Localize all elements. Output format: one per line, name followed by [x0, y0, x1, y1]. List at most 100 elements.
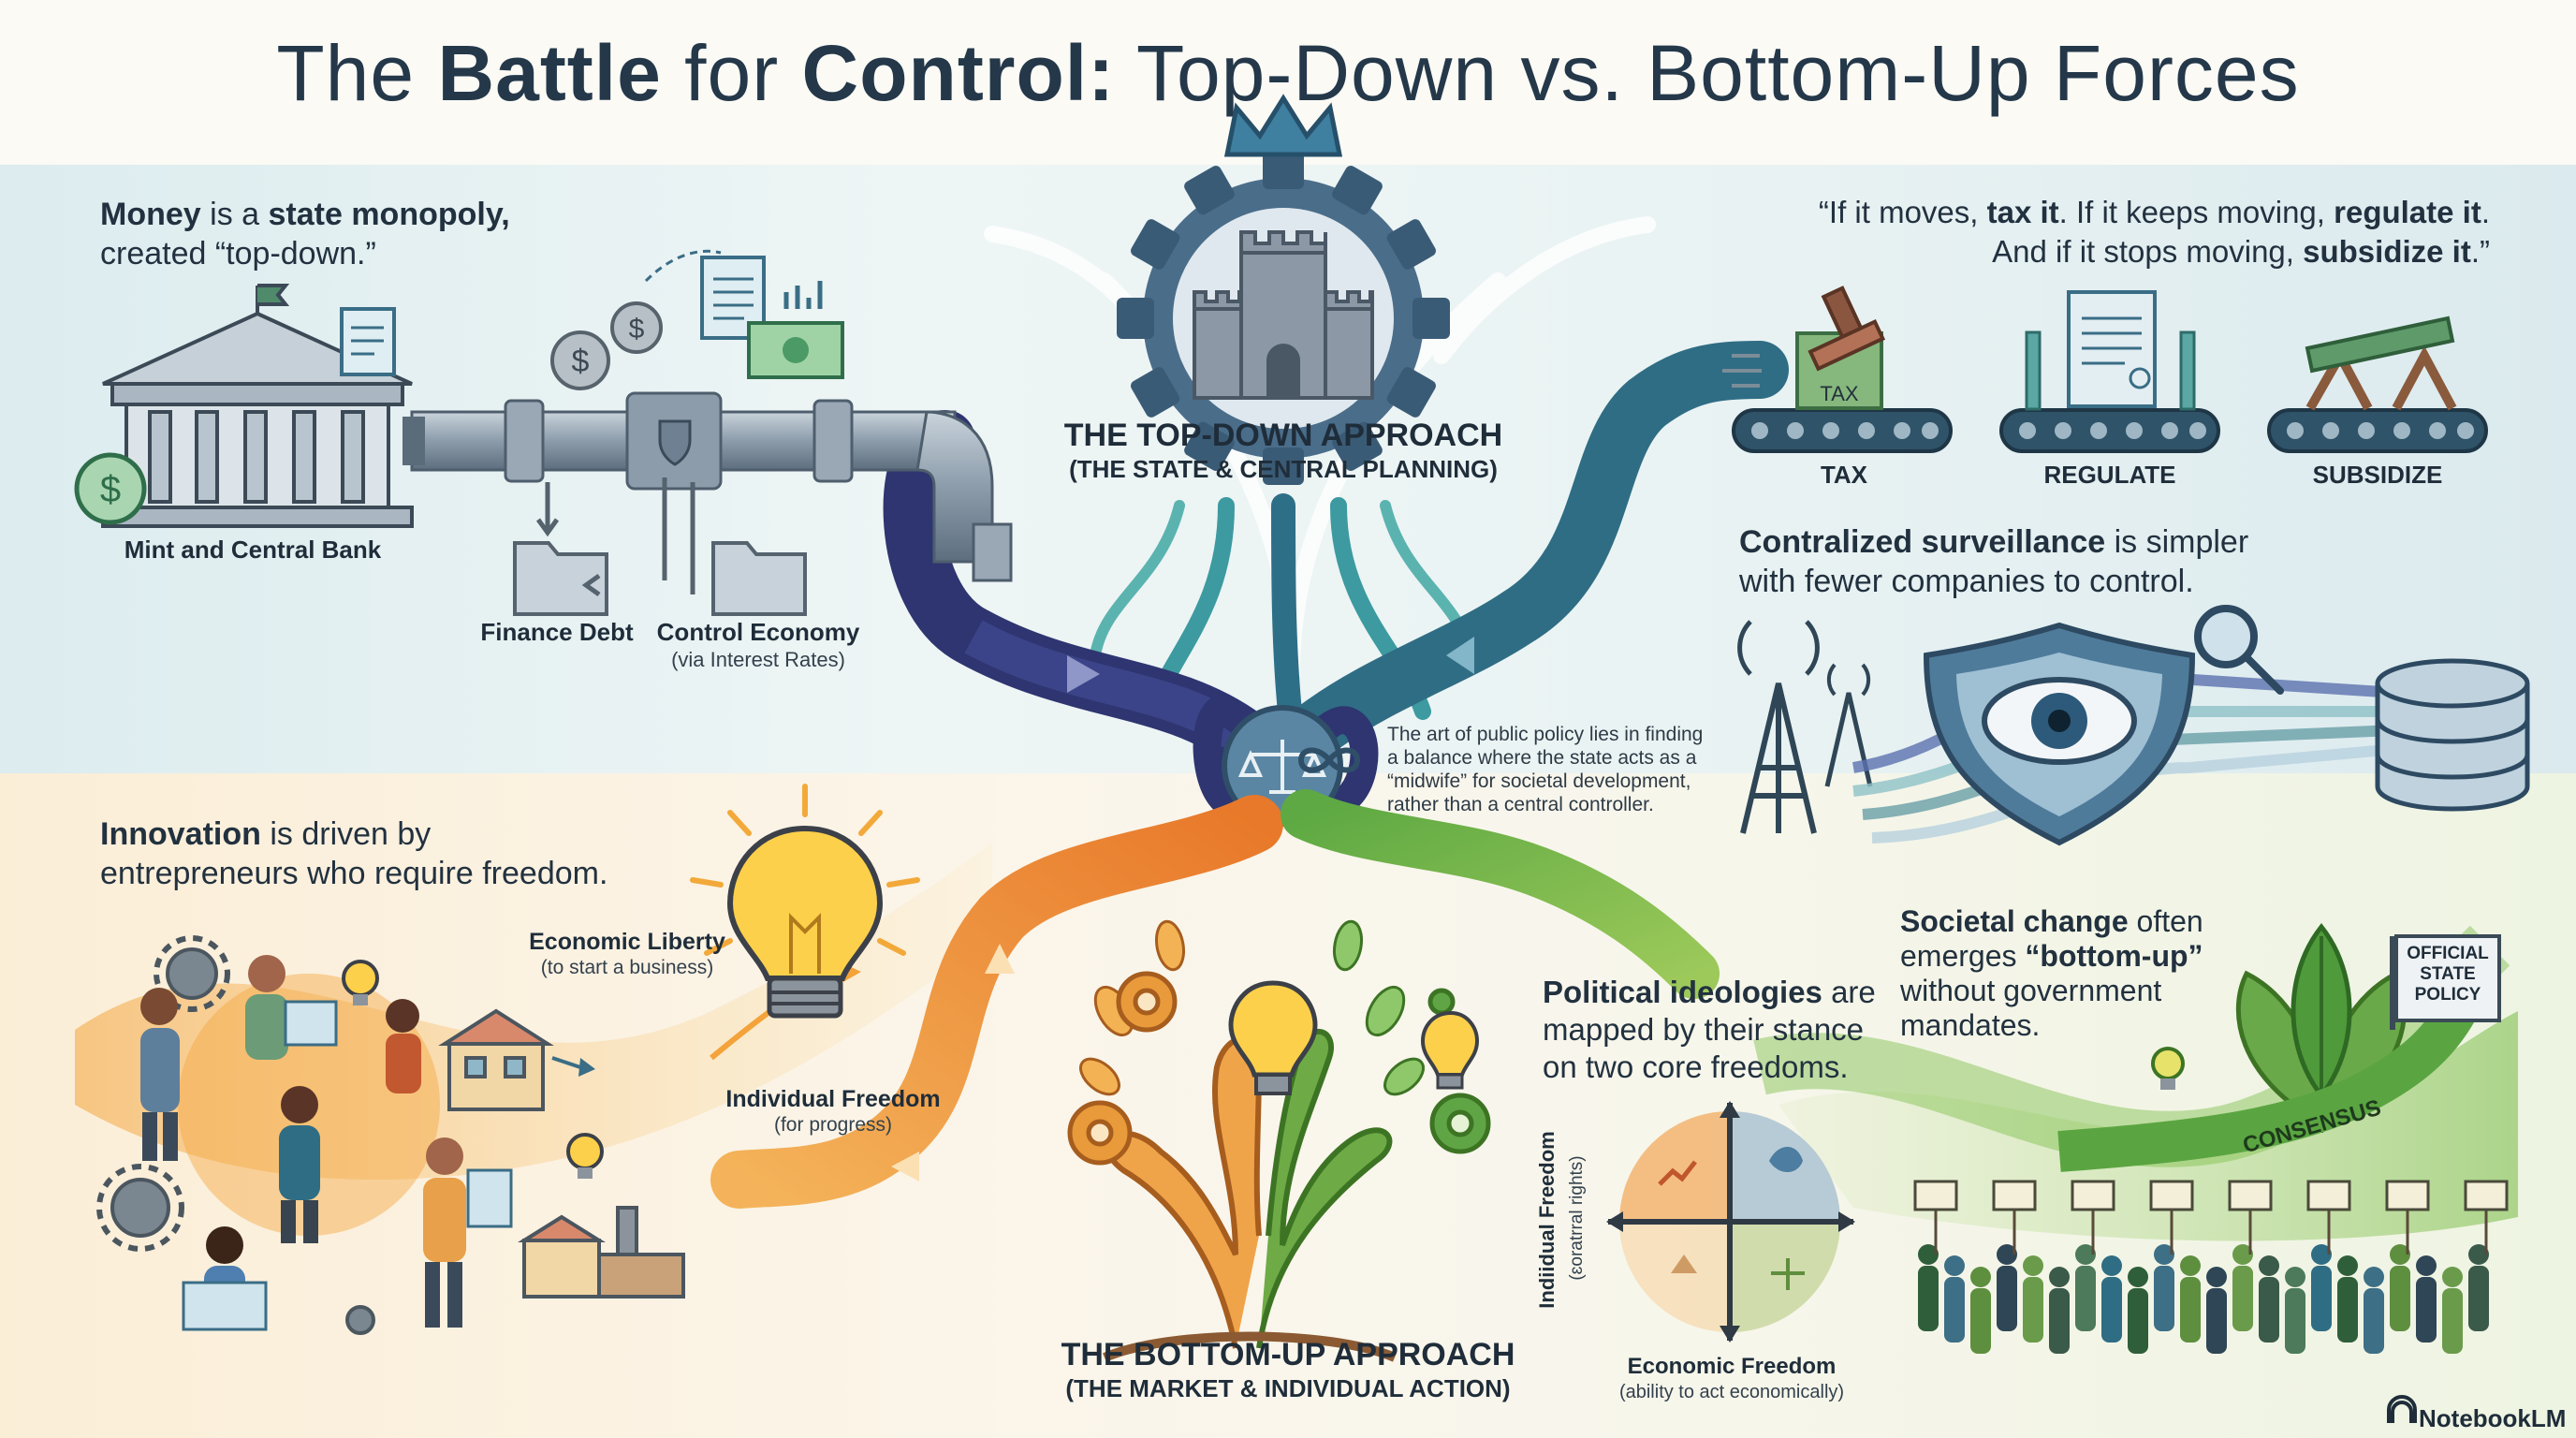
crowd-person-body [2232, 1266, 2253, 1331]
crowd-person-body [1944, 1277, 1965, 1343]
growth-tree-icon [1067, 919, 1491, 1362]
caption-text: entrepreneurs who require freedom. [100, 856, 608, 891]
svg-text:$: $ [629, 314, 645, 345]
policy-note: The art of public policy lies in finding… [1387, 723, 1762, 816]
caption-text: emerges [1900, 939, 2026, 973]
crowd-person-head [2364, 1267, 2384, 1287]
green-path [1281, 789, 1720, 999]
crowd-person-body [2023, 1277, 2043, 1343]
small-bulb-societal-icon [2151, 1047, 2185, 1090]
crowd-person-body [2049, 1288, 2070, 1354]
tax-conveyor-icon: TAX [1722, 286, 1953, 453]
quote-part: .” [2470, 234, 2490, 269]
crowd-person-body [2128, 1288, 2148, 1354]
economic-liberty-sublabel: (to start a business) [540, 957, 714, 978]
title-part: Top-Down vs. Bottom-Up Forces [1115, 29, 2300, 117]
control-economy-sublabel: (via Interest Rates) [671, 648, 845, 671]
political-caption: Political ideologies are mapped by their… [1543, 974, 1889, 1086]
crowd-person-body [2285, 1288, 2305, 1354]
economic-liberty-label: Economic Liberty [529, 929, 725, 955]
x-axis-label: Economic Freedom [1627, 1354, 1837, 1379]
crowd-person-head [1944, 1255, 1965, 1276]
crowd-person-head [2128, 1267, 2148, 1287]
title-part: for [661, 29, 802, 117]
caption-text: with fewer companies to control. [1739, 564, 2194, 599]
caption-text: are [1822, 975, 1876, 1009]
note-line: “midwife” for societal development, [1387, 770, 1691, 792]
money-caption: Money is a state monopoly, created “top-… [100, 195, 587, 273]
crowd-person-body [1970, 1288, 1991, 1354]
crowd-person-head [2311, 1244, 2332, 1265]
subsidize-label: SUBSIDIZE [2312, 461, 2443, 489]
crowd-person-body [1918, 1266, 1939, 1331]
protest-sign [2071, 1180, 2115, 1211]
crowd-person-head [2023, 1255, 2043, 1276]
innovation-caption: Innovation is driven by entrepreneurs wh… [100, 814, 662, 893]
ideology-quadrant-chart [1606, 1101, 1855, 1343]
surveillance-tower-icon [1737, 620, 1873, 834]
caption-bold: Contralized surveillance [1739, 524, 2106, 560]
crowd-person-body [2390, 1266, 2410, 1331]
lightbulb-icon [690, 784, 920, 1019]
bottom-up-title: THE BOTTOM-UP APPROACH [1061, 1337, 1515, 1372]
page-title: The Battle for Control: Top-Down vs. Bot… [0, 28, 2576, 119]
money-pipe [402, 391, 1275, 770]
top-down-subtitle: (THE STATE & CENTRAL PLANNING) [1069, 455, 1498, 483]
caption-bold: Political ideologies [1543, 975, 1822, 1009]
quote-bold: tax it [1986, 195, 2059, 229]
crowd-person-head [2232, 1244, 2253, 1265]
protest-sign [2385, 1180, 2430, 1211]
castle-gear-icon [1055, 90, 1512, 547]
bank-document-icon [340, 307, 396, 376]
notebooklm-logo-icon [2387, 1395, 2417, 1423]
control-economy-label: Control Economy [656, 618, 860, 646]
magnifier-icon [2194, 605, 2284, 695]
title-part: The [276, 29, 438, 117]
protest-sign [1913, 1180, 1958, 1211]
entrepreneurs-illustration [96, 935, 685, 1335]
economy-folder-icon [581, 477, 807, 616]
y-axis-label: Indiidual Freedom [1535, 1131, 1559, 1309]
societal-caption: Societal change often emerges “bottom-up… [1900, 904, 2275, 1043]
bank-label: Mint and Central Bank [124, 536, 382, 564]
official-policy-text: OFFICIAL STATE POLICY [2396, 944, 2499, 1005]
note-line: a balance where the state acts as a [1387, 747, 1697, 769]
caption-text: is driven by [260, 816, 432, 852]
database-icon [2375, 658, 2530, 812]
crowd-person-head [2075, 1244, 2096, 1265]
subsidize-conveyor-icon [2267, 315, 2488, 453]
caption-bold: “bottom-up” [2025, 939, 2203, 973]
protest-sign [2306, 1180, 2351, 1211]
crowd-person-head [2442, 1267, 2463, 1287]
caption-bold: Money [100, 197, 201, 232]
crowd-person-head [2154, 1244, 2174, 1265]
quote-part: . [2481, 195, 2490, 229]
protest-sign [2149, 1180, 2194, 1211]
crowd-person-head [2206, 1267, 2227, 1287]
caption-bold: Innovation [100, 816, 261, 852]
crowd-person-head [2416, 1255, 2437, 1276]
central-bank-icon [101, 284, 414, 528]
crowd-person-body [2101, 1277, 2122, 1343]
top-down-title: THE TOP-DOWN APPROACH [1063, 418, 1503, 453]
sign-line: STATE [2420, 964, 2476, 984]
crowd-person-body [2206, 1288, 2227, 1354]
crowd-person-body [2154, 1266, 2174, 1331]
crowd-person-head [2337, 1255, 2358, 1276]
individual-freedom-path [710, 795, 1283, 1209]
crowd-person-head [2285, 1267, 2305, 1287]
individual-freedom-sublabel: (for progress) [773, 1114, 893, 1136]
crowd-person-body [2442, 1288, 2463, 1354]
crowd-person-body [2337, 1277, 2358, 1343]
sign-line: POLICY [2414, 985, 2481, 1005]
surveillance-caption: Contralized surveillance is simpler with… [1739, 522, 2394, 601]
svg-text:$: $ [572, 344, 590, 379]
protest-sign [1992, 1180, 2037, 1211]
crowd-person-head [2180, 1255, 2201, 1276]
official-policy-sign [2390, 934, 2501, 1030]
crowd-person-body [2075, 1266, 2096, 1331]
caption-text: on two core freedoms. [1543, 1049, 1849, 1084]
crowd-person-head [2259, 1255, 2279, 1276]
x-axis-sublabel: (ability to act economically) [1618, 1382, 1845, 1402]
eye-shield-icon [1923, 622, 2196, 846]
